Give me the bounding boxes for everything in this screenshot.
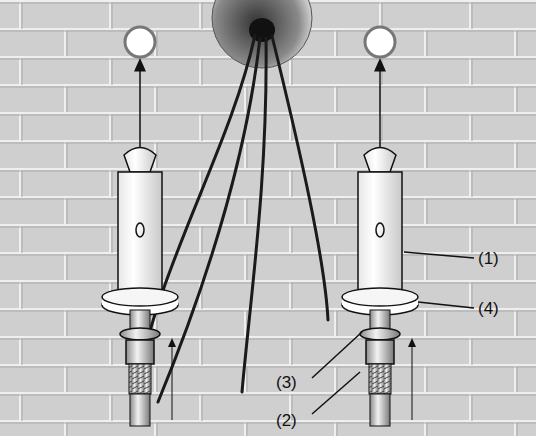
callout-number: (4) xyxy=(478,300,499,317)
callout-number: (2) xyxy=(276,412,297,429)
callout-number: (1) xyxy=(478,250,499,267)
callout-number: (3) xyxy=(276,374,297,391)
